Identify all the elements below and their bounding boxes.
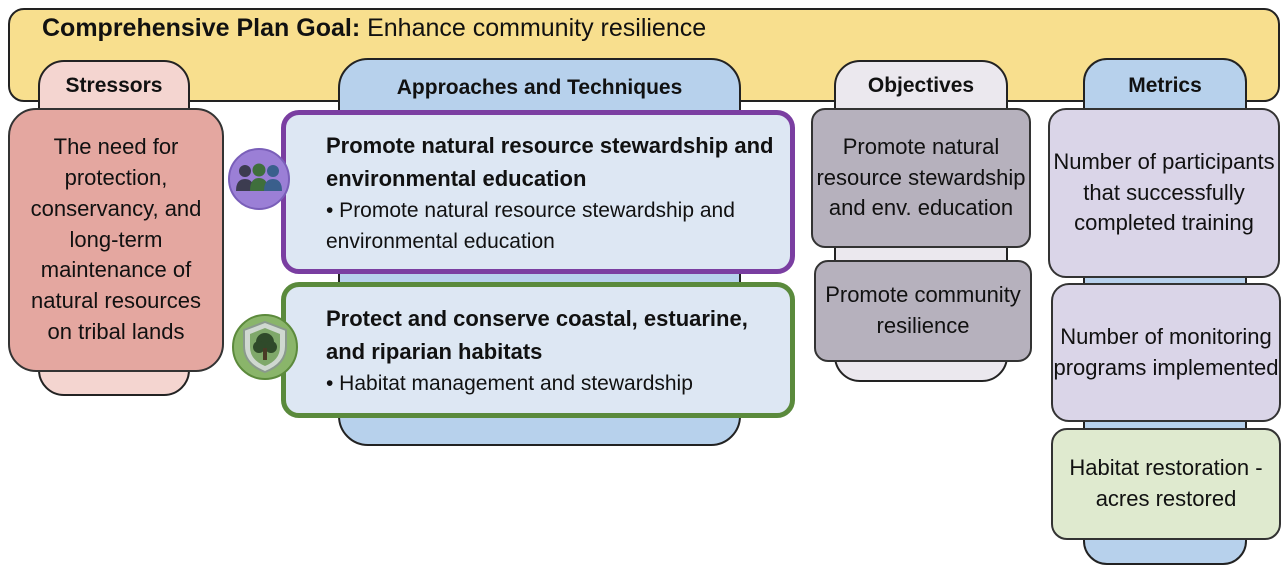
objective-text: Promote natural resource stewardship and… (816, 133, 1026, 221)
people-group-icon (228, 148, 290, 210)
approach-card-habitats: Protect and conserve coastal, estuarine,… (281, 282, 795, 418)
objective-box: Promote community resilience (814, 260, 1032, 362)
tree-shield-icon (232, 314, 298, 380)
stressors-header-label: Stressors (65, 74, 163, 97)
metric-box: Number of monitoring programs implemente… (1051, 283, 1281, 422)
stressor-box: The need for protection, conservancy, an… (8, 108, 224, 372)
stressor-text: The need for protection, conservancy, an… (30, 134, 202, 344)
metric-text: Number of participants that successfully… (1053, 148, 1275, 236)
objective-text: Promote community resilience (825, 282, 1021, 338)
approaches-header-label: Approaches and Techniques (396, 76, 683, 99)
metric-box-green: Habitat restoration - acres restored (1051, 428, 1281, 540)
approach-bullet: • Promote natural resource stewardship a… (326, 198, 735, 254)
metric-text: Habitat restoration - acres restored (1069, 455, 1263, 511)
approach-bullet: • Habitat management and stewardship (326, 372, 693, 396)
metrics-header-label: Metrics (1128, 74, 1202, 97)
objectives-header-label: Objectives (867, 74, 975, 97)
approach-title: Protect and conserve coastal, estuarine,… (326, 306, 748, 365)
goal-statement: Comprehensive Plan Goal: Enhance communi… (42, 14, 706, 43)
approach-card-stewardship: Promote natural resource stewardship and… (281, 110, 795, 274)
goal-label: Comprehensive Plan Goal: (42, 14, 361, 42)
goal-text: Enhance community resilience (360, 14, 707, 42)
metric-text: Number of monitoring programs implemente… (1053, 323, 1279, 380)
objective-box: Promote natural resource stewardship and… (811, 108, 1031, 248)
approach-title: Promote natural resource stewardship and… (326, 132, 774, 191)
metric-box: Number of participants that successfully… (1048, 108, 1280, 278)
